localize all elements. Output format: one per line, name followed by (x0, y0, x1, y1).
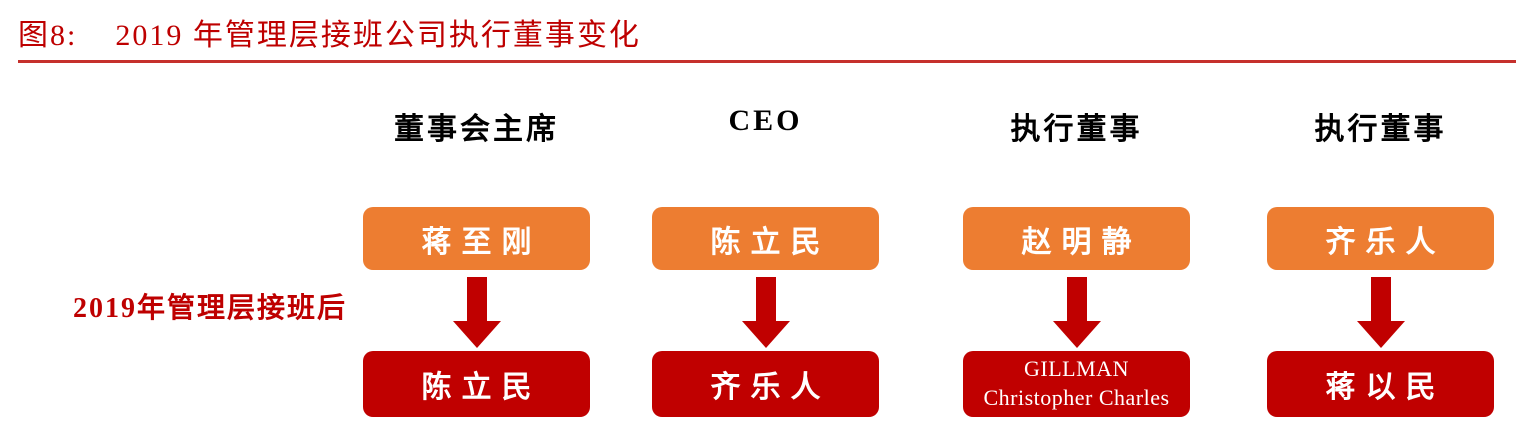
successor-name: 陈立民 (421, 371, 542, 404)
arrow-shaft (1066, 277, 1087, 321)
arrow-head (452, 321, 501, 348)
predecessor-name: 齐乐人 (1325, 225, 1446, 259)
down-arrow-icon (652, 277, 879, 348)
succession-column-exec-director-1: 执行董事 赵明静 GILLMAN Christopher Charles (963, 0, 1190, 426)
successor-box: 陈立民 (363, 351, 590, 417)
arrow-head (1356, 321, 1405, 348)
figure-label: 图8: (18, 19, 78, 52)
figure-title: 图8: 2019 年管理层接班公司执行董事变化 (18, 10, 641, 54)
column-header: 执行董事 (1010, 113, 1143, 146)
successor-box: GILLMAN Christopher Charles (963, 351, 1190, 417)
succession-column-ceo: CEO 陈立民 齐乐人 (652, 0, 879, 426)
row-label: 2019年管理层接班后 (73, 293, 348, 324)
column-header: 董事会主席 (394, 113, 559, 146)
successor-name: 齐乐人 (710, 371, 831, 404)
predecessor-box: 陈立民 (652, 207, 879, 270)
column-header: 执行董事 (1314, 113, 1447, 146)
successor-name: 蒋以民 (1325, 371, 1446, 404)
arrow-shaft (1370, 277, 1391, 321)
down-arrow-icon (363, 277, 590, 348)
successor-box: 蒋以民 (1267, 351, 1494, 417)
down-arrow-icon (1267, 277, 1494, 348)
arrow-head (741, 321, 790, 348)
successor-name: GILLMAN (1024, 356, 1129, 382)
title-underline (18, 60, 1516, 63)
predecessor-name: 赵明静 (1021, 225, 1142, 259)
predecessor-box: 蒋至刚 (363, 207, 590, 270)
predecessor-name: 陈立民 (710, 225, 831, 259)
succession-column-exec-director-2: 执行董事 齐乐人 蒋以民 (1267, 0, 1494, 426)
arrow-head (1052, 321, 1101, 348)
predecessor-box: 齐乐人 (1267, 207, 1494, 270)
successor-name-line2: Christopher Charles (983, 385, 1170, 410)
predecessor-box: 赵明静 (963, 207, 1190, 270)
arrow-shaft (755, 277, 776, 321)
figure-title-text: 2019 年管理层接班公司执行董事变化 (115, 19, 641, 52)
predecessor-name: 蒋至刚 (421, 225, 542, 259)
column-header: CEO (728, 104, 803, 137)
down-arrow-icon (963, 277, 1190, 348)
successor-box: 齐乐人 (652, 351, 879, 417)
arrow-shaft (466, 277, 487, 321)
succession-column-chairman: 董事会主席 蒋至刚 陈立民 (363, 0, 590, 426)
